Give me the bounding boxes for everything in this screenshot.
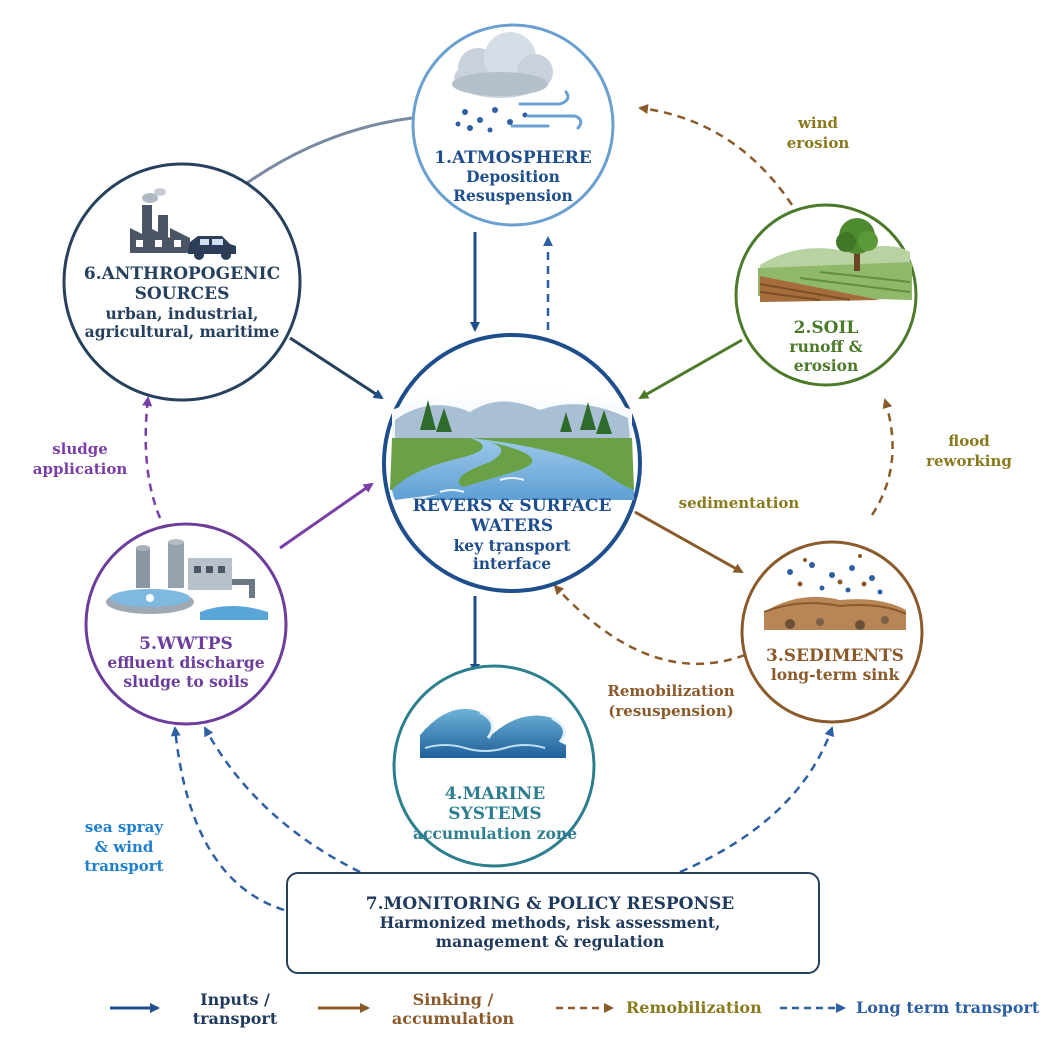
anthropogenic-title: 6.ANTHROPOGENIC <box>83 264 281 284</box>
monitoring-line2: management & regulation <box>435 931 665 951</box>
soil-line2: erosion <box>793 355 859 375</box>
arrow-rivers-to-sediments <box>634 510 744 574</box>
monitoring-box <box>286 872 820 974</box>
marine-title: 4.MARINE SYSTEMS <box>444 784 546 825</box>
marine-label: 4.MARINE SYSTEMS accumulation zone <box>400 784 590 843</box>
sludge-line2: application <box>32 459 128 478</box>
soil-label: 2.SOIL runoff & erosion <box>756 318 896 376</box>
soil-title: 2.SOIL <box>793 318 859 338</box>
legend-remobilization-text: Remobilization <box>626 998 762 1017</box>
atmosphere-line2: Resuspension <box>453 185 573 205</box>
arrow-sediments-to-soil <box>870 398 894 516</box>
marine-line1: accumulation zone <box>412 823 578 843</box>
legend-sinking-line2: accumulation <box>391 1009 515 1029</box>
wwtps-line1: effluent discharge <box>107 653 265 673</box>
anthropogenic-line1: urban, industrial, <box>105 303 259 323</box>
anthropogenic-label: 6.ANTHROPOGENIC SOURCES urban, industria… <box>70 264 294 342</box>
legend-long-term-label: Long term transport <box>856 998 1046 1017</box>
anthropogenic-node <box>62 162 302 402</box>
legend-sinking-label: Sinking / accumulation <box>378 990 528 1028</box>
field-icon <box>758 246 912 302</box>
anthropogenic-line2: agricultural, maritime <box>84 322 280 342</box>
sediments-title: 3.SEDIMENTS <box>766 646 904 666</box>
car-icon <box>188 236 236 260</box>
wwtps-title: 5.WWTPS <box>139 634 233 654</box>
arrow-monitoring-to-wwtps-inner <box>203 726 361 874</box>
anthropogenic-atmosphere-link <box>239 116 413 190</box>
sedimentation-label: sedimentation <box>664 494 814 514</box>
monitoring-title: 7.MONITORING & POLICY RESPONSE <box>365 894 735 914</box>
rivers-line2: interface <box>472 554 552 574</box>
sediment-icon <box>763 554 907 630</box>
wind-erosion-label: wind erosion <box>770 114 866 153</box>
wind-erosion-line1: wind <box>797 114 838 132</box>
flood-line2: reworking <box>926 451 1012 470</box>
arrow-monitoring-to-sediments <box>679 726 835 874</box>
spray-line1: sea spray <box>84 818 164 836</box>
atmosphere-line1: Deposition <box>466 167 560 187</box>
rivers-label: REVERS & SURFACE WATERS key tŗansport i… <box>392 496 632 574</box>
arrow-wwtps-to-anthropogenic <box>142 396 162 519</box>
sludge-line1: sludge <box>52 440 108 458</box>
wwtps-label: 5.WWTPS effluent discharge sludge to soi… <box>96 634 276 692</box>
arrow-anthropogenic-to-rivers <box>289 336 384 400</box>
arrow-soil-to-rivers <box>638 338 743 400</box>
anthropogenic-title2: SOURCES <box>134 284 230 305</box>
legend-inputs-line1: Inputs / <box>200 990 270 1009</box>
spray-line3: transport <box>84 857 164 875</box>
sediments-label: 3.SEDIMENTS long-term sink <box>760 646 910 685</box>
wind-erosion-line2: erosion <box>786 133 850 152</box>
wave-icon <box>420 708 566 758</box>
atmosphere-title: 1.ATMOSPHERE <box>434 148 592 168</box>
river-icon <box>390 385 634 500</box>
remob-line2: (resuspension) <box>608 701 734 720</box>
legend-inputs-label: Inputs / transport <box>180 990 290 1028</box>
cloud-icon <box>452 32 553 133</box>
remobilization-label: Remobilization (resuspension) <box>596 682 746 721</box>
sea-spray-label: sea spray & wind transport <box>64 818 184 877</box>
factory-icon <box>130 188 190 253</box>
sedimentation-text: sedimentation <box>678 494 800 512</box>
monitoring-label: 7.MONITORING & POLICY RESPONSE Harmonize… <box>352 894 748 952</box>
soil-line1: runoff & <box>789 337 863 357</box>
atmosphere-label: 1.ATMOSPHERE Deposition Resuspension <box>413 148 613 206</box>
wwtps-line2: sludge to soils <box>123 671 249 691</box>
spray-line2: & wind <box>94 837 154 856</box>
sediments-line1: long-term sink <box>770 665 900 685</box>
wwtps-node <box>84 522 288 726</box>
rivers-title: REVERS & SURFACE <box>412 496 612 516</box>
sediments-node <box>740 540 924 724</box>
legend-inputs-line2: transport <box>192 1009 278 1029</box>
arrow-monitoring-to-wwtps-outer <box>170 726 285 912</box>
legend-remobilization-label: Remobilization <box>626 998 776 1017</box>
rivers-line1: key tŗansport <box>453 535 571 555</box>
monitoring-line1: Harmonized methods, risk assessment, <box>379 913 721 933</box>
legend-long-term-text: Long term transport <box>856 998 1040 1017</box>
rivers-title2: WATERS <box>470 516 554 537</box>
wind-icon <box>510 90 583 130</box>
sludge-application-label: sludge application <box>20 440 140 479</box>
flood-line1: flood <box>948 432 990 450</box>
flood-reworking-label: flood reworking <box>914 432 1024 471</box>
remob-line1: Remobilization <box>607 682 735 700</box>
treatment-plant-icon <box>106 539 268 620</box>
arrow-sediments-to-rivers <box>553 584 746 666</box>
arrow-wwtps-to-rivers <box>279 482 374 550</box>
tree-icon <box>836 218 878 271</box>
legend-sinking-line1: Sinking / <box>412 990 494 1009</box>
